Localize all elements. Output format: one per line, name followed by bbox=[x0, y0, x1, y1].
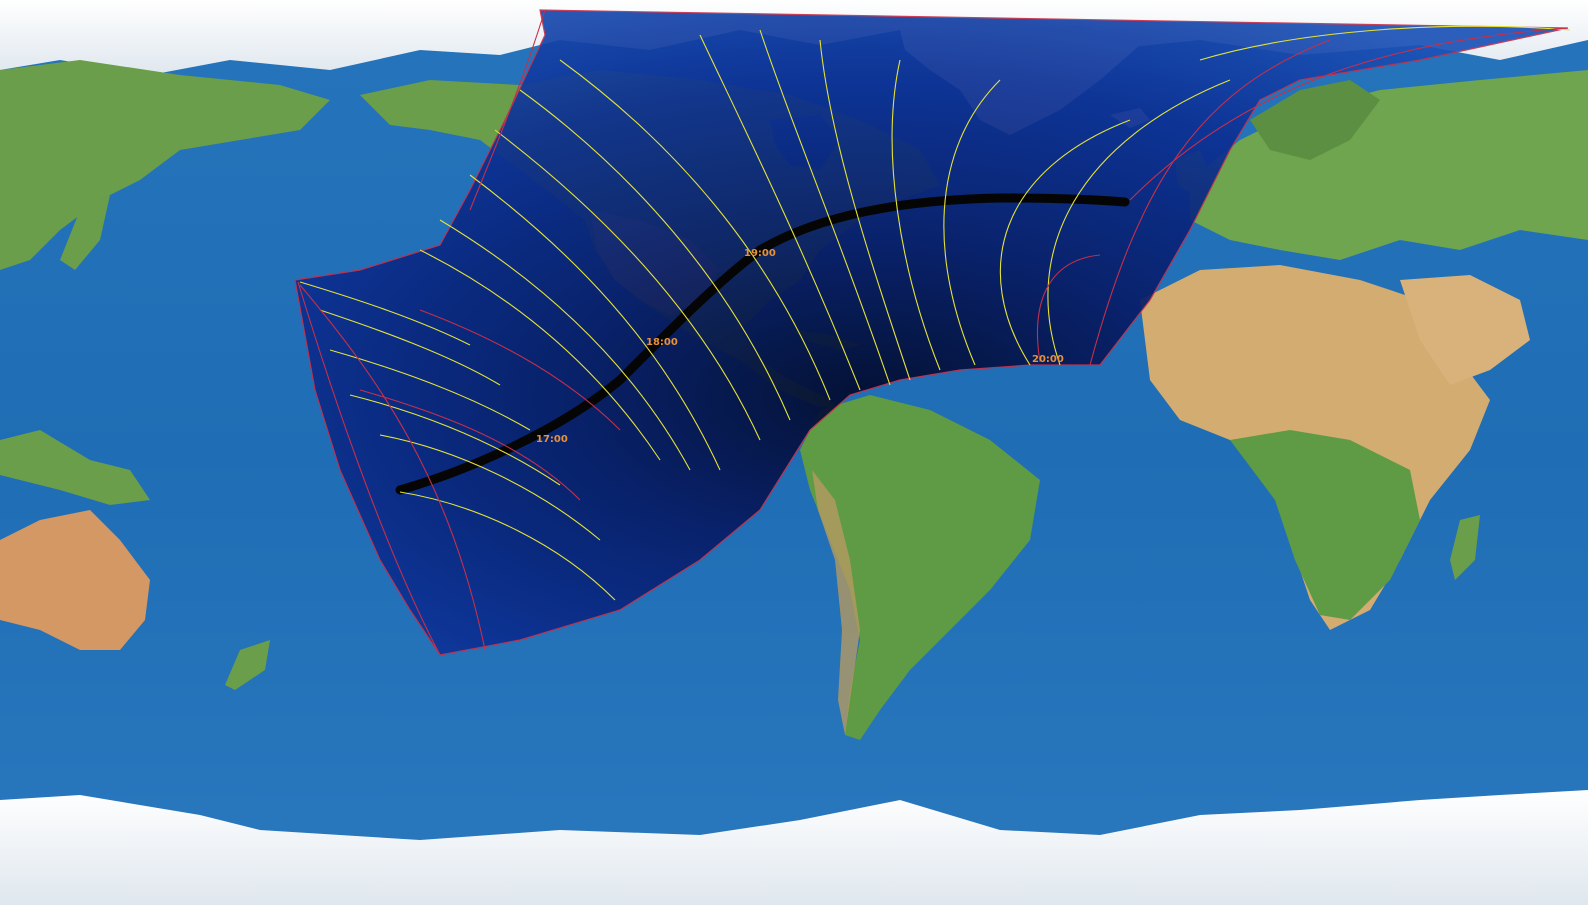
new-zealand bbox=[225, 640, 270, 690]
arabia bbox=[1400, 275, 1530, 385]
time-label-1700: 17:00 bbox=[536, 434, 568, 445]
boundary-lines bbox=[297, 9, 1569, 656]
australia bbox=[0, 510, 150, 650]
scandinavia bbox=[1250, 80, 1380, 160]
japan bbox=[60, 195, 110, 270]
time-label-2000: 20:00 bbox=[1032, 354, 1064, 365]
southeast-asia-islands bbox=[0, 430, 150, 505]
andes-dry bbox=[812, 470, 860, 735]
eclipse-shadow-zone bbox=[294, 9, 1569, 656]
antarctica bbox=[0, 790, 1588, 905]
madagascar bbox=[1450, 515, 1480, 580]
africa-green bbox=[1230, 430, 1420, 620]
path-of-totality bbox=[395, 193, 1130, 495]
east-asia bbox=[0, 60, 330, 270]
south-america bbox=[800, 395, 1040, 740]
time-label-1900: 19:00 bbox=[744, 248, 776, 259]
time-label-1800: 18:00 bbox=[646, 337, 678, 348]
isochrone-lines bbox=[299, 25, 1571, 601]
